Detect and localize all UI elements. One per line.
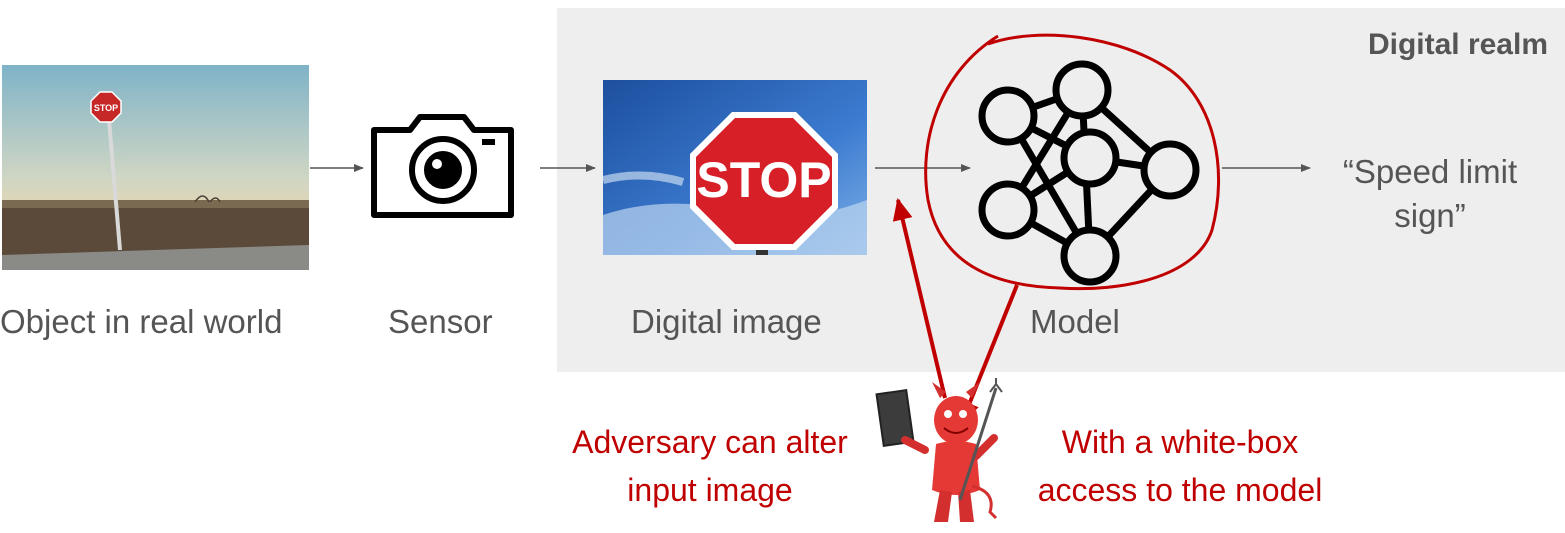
camera-icon: [371, 114, 514, 218]
adversary-whitebox-note: With a white-box access to the model: [1015, 418, 1345, 514]
adversary-whitebox-line-1: With a white-box: [1061, 424, 1299, 460]
output-line-2: sign”: [1394, 197, 1466, 234]
caption-digital-image: Digital image: [631, 303, 822, 340]
digital-stop-sign-text: STOP: [696, 152, 831, 208]
digital-realm-title: Digital realm: [1367, 28, 1548, 61]
adversary-input-note: Adversary can alter input image: [550, 418, 870, 514]
real-world-photo: STOP: [2, 65, 309, 270]
digital-image: STOP: [602, 80, 867, 255]
caption-real-world: Object in real world: [0, 303, 283, 340]
neural-network-icon: [978, 60, 1200, 286]
devil-adversary-icon: [875, 378, 1003, 522]
adversary-input-line-2: input image: [627, 472, 793, 508]
adversary-whitebox-line-2: access to the model: [1037, 472, 1323, 508]
model-output-label: “Speed limit sign”: [1320, 150, 1540, 238]
caption-sensor: Sensor: [388, 303, 493, 340]
attack-arrow-to-image: [892, 198, 947, 399]
real-stop-sign-text: STOP: [94, 103, 118, 113]
adversary-input-line-1: Adversary can alter: [572, 424, 848, 460]
model-highlight-circle: [924, 33, 1221, 291]
output-line-1: “Speed limit: [1342, 153, 1518, 190]
attack-arrow-from-model: [960, 284, 1019, 424]
caption-model: Model: [1030, 303, 1120, 340]
